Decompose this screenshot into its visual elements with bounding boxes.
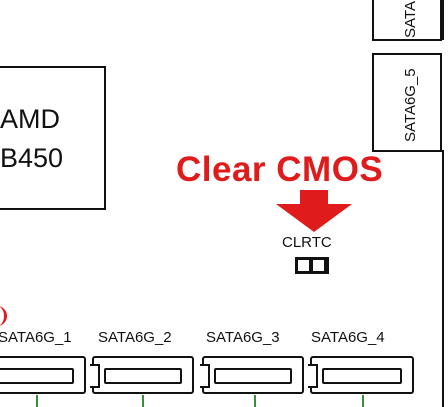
red-marker xyxy=(0,306,7,326)
chipset-vendor: AMD xyxy=(0,104,60,134)
clear-cmos-callout: Clear CMOS xyxy=(176,150,384,189)
sata-connector-5 xyxy=(372,53,442,152)
trace-line xyxy=(362,395,364,407)
sata6g-3-label: SATA6G_3 xyxy=(206,329,280,346)
trace-line xyxy=(142,395,144,407)
clrtc-label: CLRTC xyxy=(282,234,332,251)
trace-line xyxy=(36,395,38,407)
trace-line xyxy=(254,395,256,407)
jumper-pin xyxy=(298,260,309,271)
sata-connector-5-label: SATA6G_5 xyxy=(402,68,419,142)
chipset-box xyxy=(0,66,106,210)
sata-connector-top-label: SATA xyxy=(402,1,419,38)
board-edge xyxy=(442,0,444,40)
arrow-down-icon xyxy=(276,190,352,232)
sata6g-4-label: SATA6G_4 xyxy=(311,329,385,346)
board-edge xyxy=(442,150,444,407)
sata6g-3-connector xyxy=(200,356,304,394)
chipset-model: B450 xyxy=(0,143,64,173)
sata6g-4-connector xyxy=(308,356,414,394)
sata6g-1-connector xyxy=(0,356,86,394)
sata6g-1-label: SATA6G_1 xyxy=(0,329,72,346)
sata-connector-top xyxy=(372,0,442,41)
sata6g-2-connector xyxy=(90,356,194,394)
sata6g-2-label: SATA6G_2 xyxy=(98,329,172,346)
jumper-pin xyxy=(313,260,324,271)
clrtc-jumper xyxy=(295,257,329,274)
